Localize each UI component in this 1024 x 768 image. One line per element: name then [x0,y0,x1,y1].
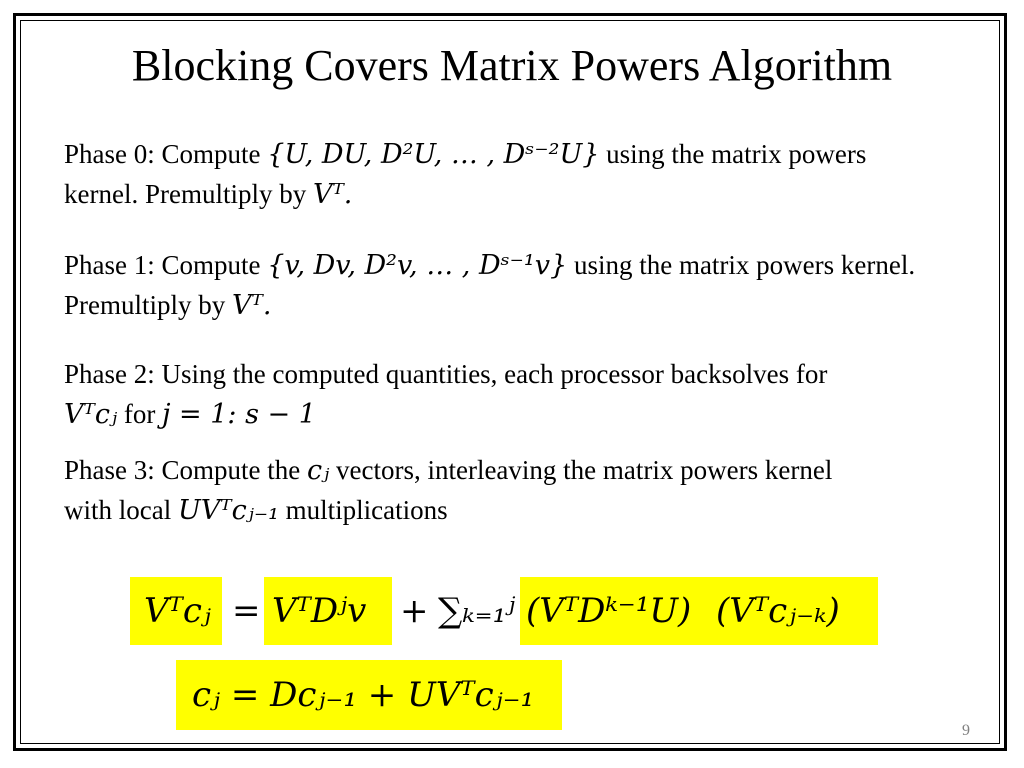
phase0-line1: Phase 0: Compute {U, DU, D²U, … , Dˢ⁻²U}… [64,134,866,175]
phase1-suffix: using the matrix powers kernel. [567,250,916,280]
phase1-line1: Phase 1: Compute {v, Dv, D²v, … , Dˢ⁻¹v}… [64,245,915,286]
phase1-line2-text: Premultiply by [64,290,232,320]
equation2-text: cⱼ = Dcⱼ₋₁ + UVᵀcⱼ₋₁ [192,675,535,715]
phase3-cj-expression: cⱼ [306,455,330,486]
phase3-line2-end: multiplications [278,495,448,525]
equation2-highlight [176,660,562,730]
phase0-line2: kernel. Premultiply by Vᵀ. [64,174,352,215]
phase0-vt-expression: Vᵀ. [312,179,353,210]
slide-title: Blocking Covers Matrix Powers Algorithm [131,41,893,90]
phase2-middle: for [117,399,163,429]
phase2-line2: Vᵀcⱼ for j = 1: s − 1 [64,394,316,435]
phase3-line1: Phase 3: Compute the cⱼ vectors, interle… [64,450,832,491]
slide-inner-border [20,20,1000,744]
page-number: 9 [962,722,970,739]
phase0-prefix: Phase 0: Compute [64,139,268,169]
slide-outer-border [13,13,1007,751]
phase1-line2: Premultiply by Vᵀ. [64,285,271,326]
phase0-line2-text: kernel. Premultiply by [64,179,313,209]
phase2-line1: Phase 2: Using the computed quantities, … [64,359,828,389]
equation1-equals: = [232,591,261,631]
phase3-line2-text: with local [64,495,178,525]
equation1-term1-highlight [264,577,392,645]
equation1-term3: (Vᵀcⱼ₋ₖ) [716,591,840,631]
phase3-prefix: Phase 3: Compute the [64,455,307,485]
phase3-uvt-expression: UVᵀcⱼ₋₁ [177,495,279,526]
phase2-range-expression: j = 1: s − 1 [162,399,316,430]
phase2-vtcj-expression: Vᵀcⱼ [64,399,118,430]
equation1-lhs: Vᵀcⱼ [144,591,211,631]
phase0-set-expression: {U, DU, D²U, … , Dˢ⁻²U} [267,139,600,170]
phase1-prefix: Phase 1: Compute [64,250,268,280]
equation1-plus: + [400,591,429,631]
phase3-suffix: vectors, interleaving the matrix powers … [329,455,833,485]
phase0-suffix: using the matrix powers [599,139,867,169]
equation1-term2: (VᵀDᵏ⁻¹U) [526,591,692,631]
equation1-sum: ∑ₖ₌₁ʲ [438,591,516,631]
equation1-term1: VᵀDʲv [272,591,367,631]
phase1-vt-expression: Vᵀ. [232,290,272,321]
equation1-term2-highlight [520,577,878,645]
phase1-set-expression: {v, Dv, D²v, … , Dˢ⁻¹v} [267,250,568,281]
equation1-lhs-highlight [130,577,222,645]
phase3-line2: with local UVᵀcⱼ₋₁ multiplications [64,490,448,531]
